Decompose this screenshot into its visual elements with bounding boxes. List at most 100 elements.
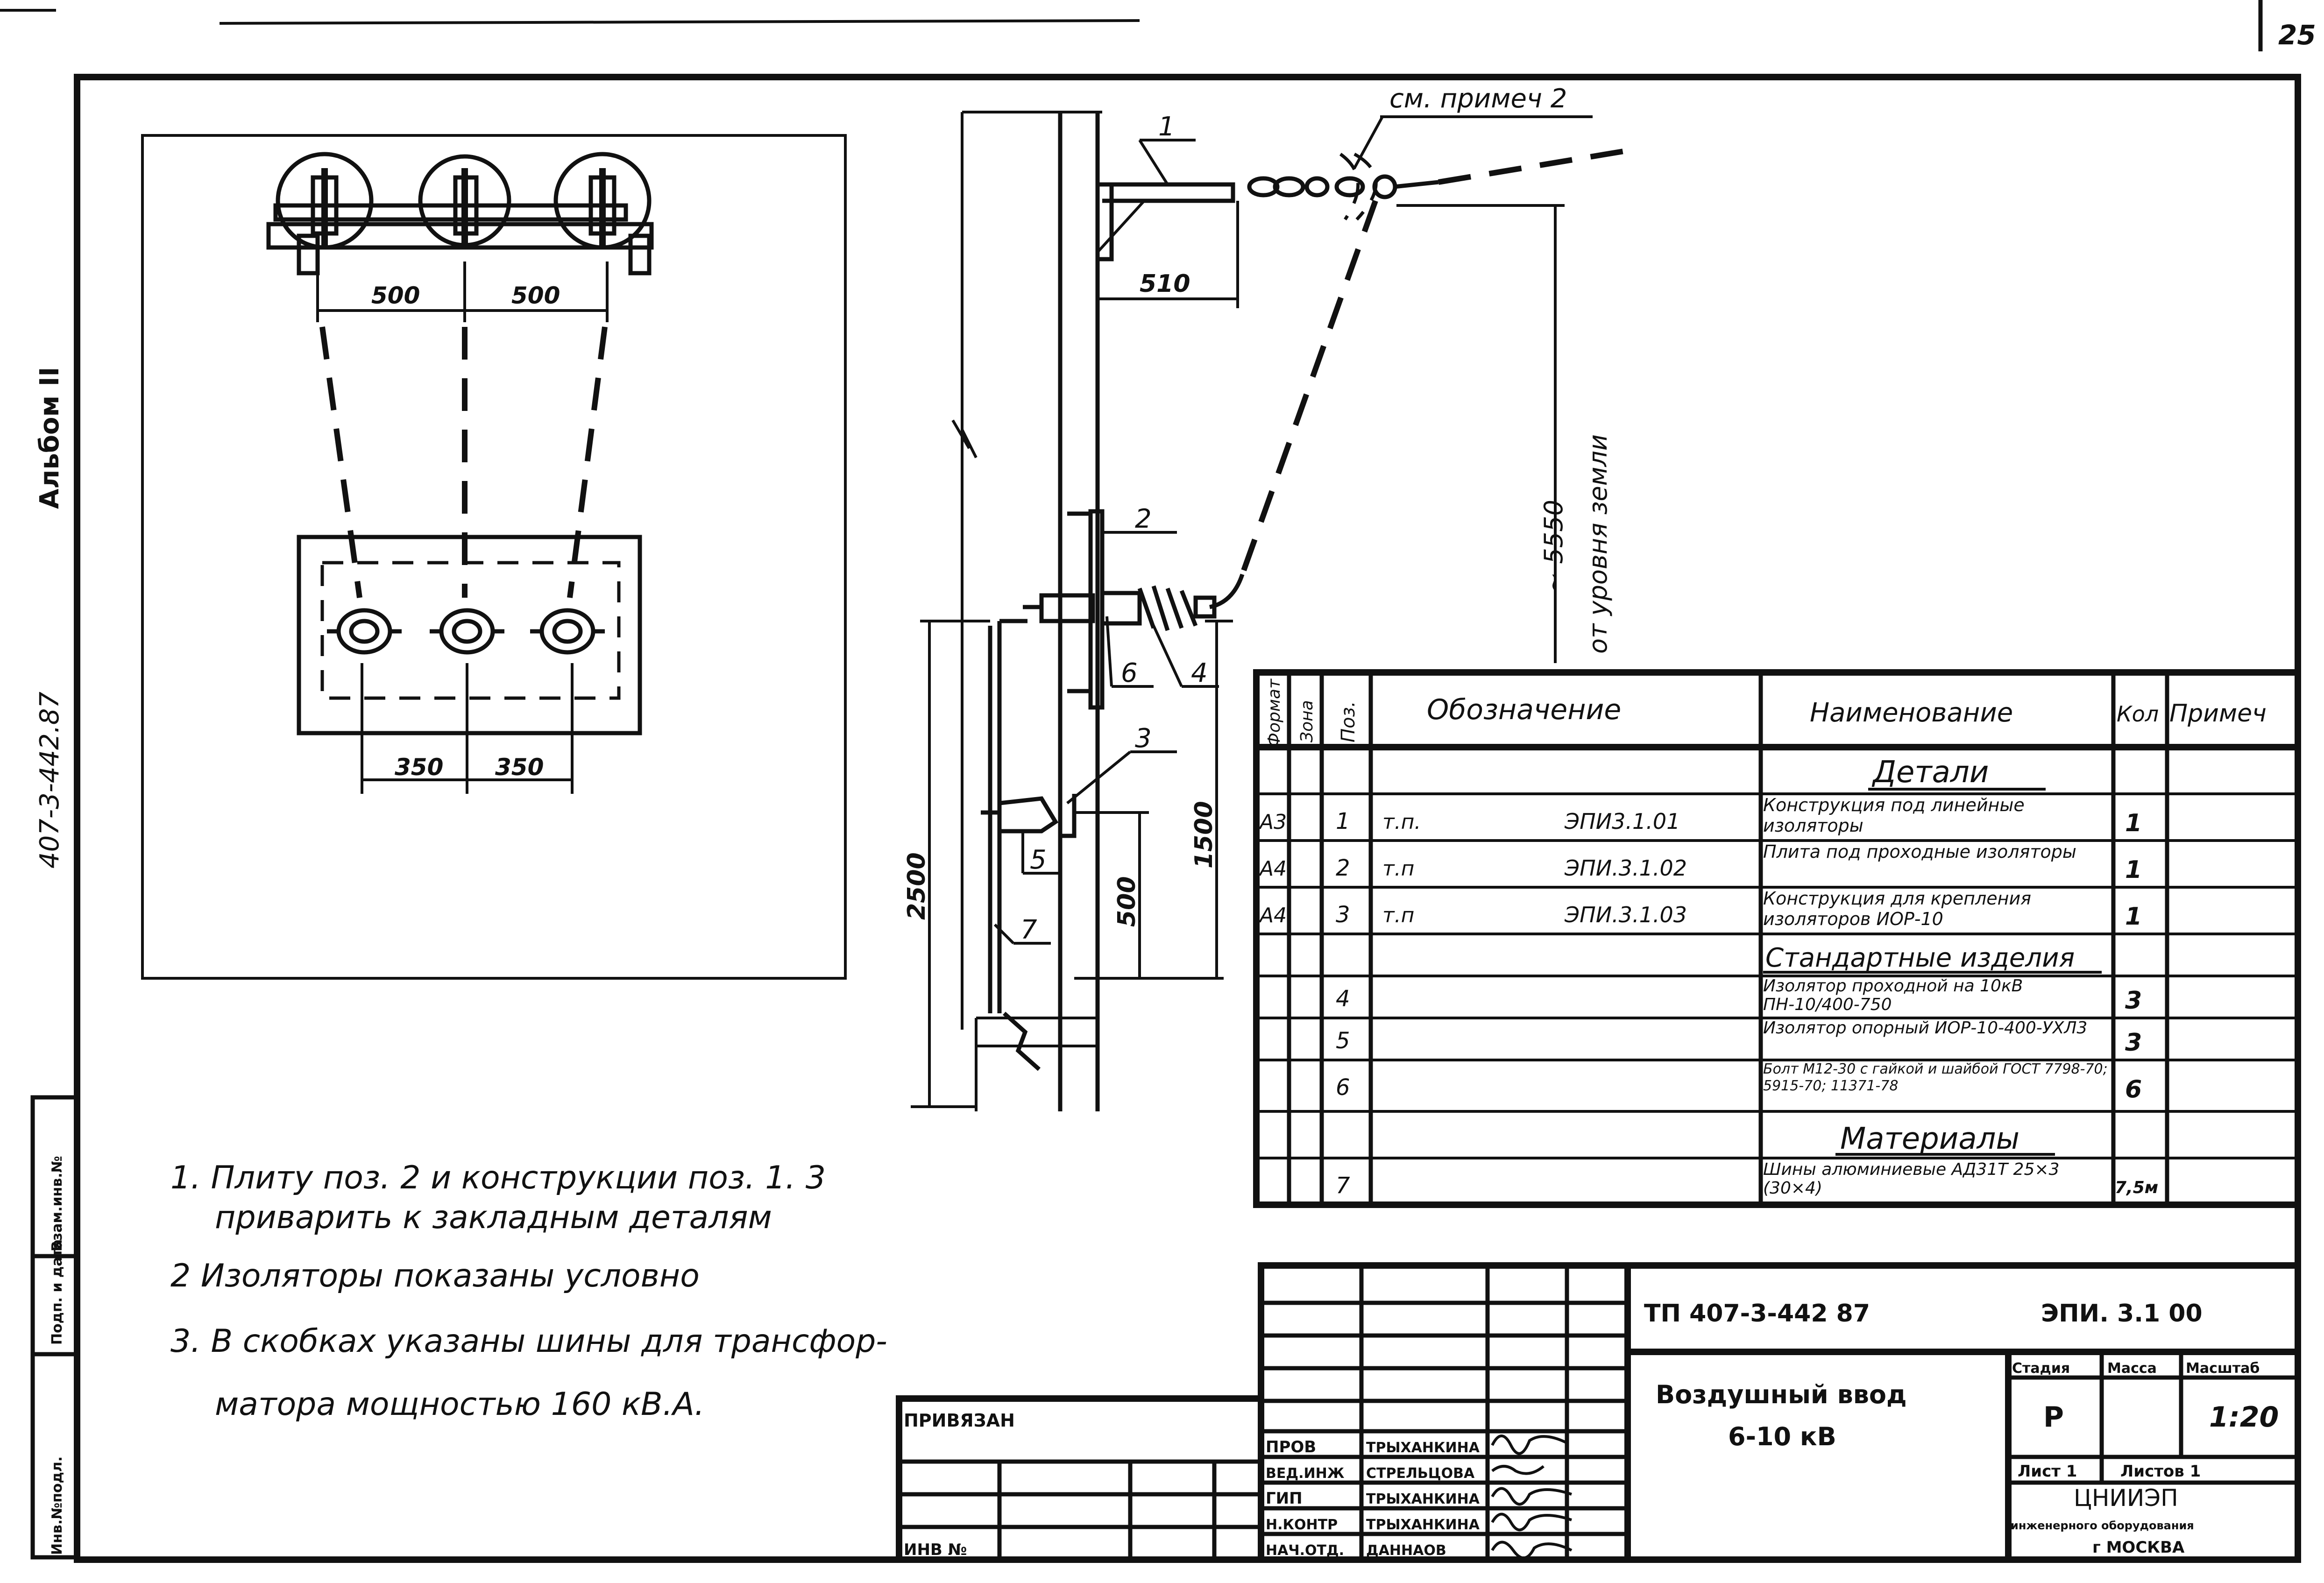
row1-designation: ЭПИ3.1.01: [1564, 809, 1680, 834]
name-gip: ТРЫХАНКИНА: [1366, 1491, 1480, 1507]
name-prov: ТРЫХАНКИНА: [1366, 1440, 1480, 1456]
hdr-format: Формат: [1265, 678, 1284, 747]
hdr-note: Примеч: [2169, 700, 2267, 728]
row2-name: Плита под проходные изоляторы: [1763, 841, 2076, 862]
row3-prefix: т.п: [1382, 904, 1414, 927]
line-insulator-3: [553, 152, 652, 250]
crossbar: [273, 203, 628, 222]
hdr-designation: Обозначение: [1427, 693, 1621, 726]
pos-label-6: 6: [1121, 658, 1138, 688]
row4-pos: 4: [1336, 986, 1350, 1012]
row3-qty: 1: [2125, 903, 2142, 931]
sheets-total: Листов 1: [2120, 1462, 2201, 1481]
side-stamp-box: [30, 1095, 79, 1560]
org-subtitle: инженерного оборудования: [2011, 1519, 2194, 1532]
inv-no-label: ИНВ №: [904, 1541, 967, 1559]
overhead-line: [1438, 147, 1635, 185]
sheet-number: Лист 1: [2018, 1462, 2077, 1481]
signatures: [1491, 1435, 1573, 1560]
row2-designation: ЭПИ.3.1.02: [1564, 855, 1687, 881]
row3-name: Конструкция для крепления изоляторов ИОР…: [1763, 888, 2032, 929]
row5-name: Изолятор опорный ИОР-10-400-УХЛ3: [1763, 1019, 2088, 1038]
row7-pos: 7: [1336, 1173, 1350, 1199]
bushing-plate: [297, 535, 642, 735]
title-line-1: Воздушный ввод: [1656, 1380, 1907, 1409]
drop-conductor: [1240, 199, 1378, 576]
section-details: Детали: [1871, 755, 1989, 790]
row1-format: А3: [1258, 810, 1287, 834]
stamp-podp-data: Подп. и дата: [49, 1239, 65, 1345]
dim-350-left: 350: [395, 754, 443, 781]
pos-label-4: 4: [1191, 658, 1208, 688]
line-insulator-1: [276, 152, 374, 250]
spec-table: Формат Зона Поз. Обозначение Наименовани…: [1253, 669, 2301, 1208]
page-number: 25: [2278, 19, 2316, 51]
dim-2500: 2500: [903, 852, 931, 920]
insulator-string: [1247, 152, 1439, 221]
dim-5550: ~ 5550: [1539, 500, 1568, 593]
pos-label-1: 1: [1158, 112, 1175, 142]
bushing-insulator-pos4: [1023, 585, 1217, 631]
table-row: 6 Болт М12-30 с гайкой и шайбой ГОСТ 779…: [1336, 1061, 2142, 1103]
bound-label: ПРИВЯЗАН: [904, 1410, 1015, 1431]
row7-qty: 7,5м: [2115, 1178, 2158, 1197]
role-prov: ПРОВ: [1266, 1438, 1316, 1456]
lead-dash-3: [567, 326, 608, 598]
note-line-2: приварить к закладным деталям: [215, 1199, 772, 1236]
hdr-name: Наименование: [1810, 698, 2013, 728]
row7-name: Шины алюминиевые АД31Т 25×3 (30×4): [1763, 1160, 2060, 1198]
row4-name: Изолятор проходной на 10кВ ПН-10/400-750: [1763, 977, 2023, 1014]
table-row: 4 Изолятор проходной на 10кВ ПН-10/400-7…: [1336, 977, 2142, 1015]
note-line-5: матора мощностью 160 кВ.А.: [215, 1386, 704, 1423]
scale-header: Масштаб: [2186, 1360, 2260, 1377]
dim-350-right: 350: [495, 754, 544, 781]
row1-pos: 1: [1336, 808, 1350, 834]
name-ved-inzh: СТРЕЛЬЦОВА: [1366, 1465, 1475, 1482]
bushing-insulators: [327, 608, 605, 655]
dim-500-right: 500: [511, 282, 560, 309]
line-insulator-2: [418, 154, 511, 247]
bracket-pos3: [981, 794, 1077, 838]
name-nach-otd: ДАННАОВ: [1366, 1542, 1446, 1559]
section-standard: Стандартные изделия: [1765, 943, 2075, 973]
mass-header: Масса: [2107, 1360, 2157, 1377]
row3-designation: ЭПИ.3.1.03: [1564, 902, 1687, 927]
row5-qty: 3: [2125, 1029, 2142, 1057]
title-line-2: 6-10 кВ: [1728, 1422, 1836, 1451]
lead-dash-1: [319, 326, 362, 598]
role-nach-otd: НАЧ.ОТД.: [1266, 1542, 1344, 1559]
row2-pos: 2: [1336, 855, 1350, 881]
hdr-pos: Поз.: [1338, 701, 1359, 742]
table-row: 7 Шины алюминиевые АД31Т 25×3 (30×4) 7,5…: [1336, 1160, 2158, 1199]
scale-value: 1:20: [2209, 1401, 2279, 1434]
note-line-1: 1. Плиту поз. 2 и конструкции поз. 1. 3: [170, 1159, 826, 1196]
note-line-3: 2 Изоляторы показаны условно: [170, 1258, 700, 1294]
row2-qty: 1: [2125, 856, 2142, 884]
dim-500-left: 500: [371, 282, 420, 309]
table-row: А4 3 т.п ЭПИ.3.1.03 Конструкция для креп…: [1258, 888, 2142, 931]
role-ved-inzh: ВЕД.ИНЖ: [1266, 1465, 1345, 1482]
section-materials: Материалы: [1840, 1122, 2019, 1156]
pos-label-5: 5: [1030, 845, 1047, 875]
note-line-4: 3. В скобках указаны шины для трансфор-: [170, 1323, 887, 1360]
top-edge: [0, 0, 2263, 51]
role-n-kontr: Н.КОНТР: [1266, 1517, 1338, 1533]
stage-value: Р: [2043, 1401, 2064, 1434]
row2-format: А4: [1258, 857, 1287, 881]
stage-header: Стадия: [2012, 1360, 2070, 1377]
org-name: ЦНИИЭП: [2074, 1484, 2178, 1512]
row4-qty: 3: [2125, 987, 2142, 1015]
elevation-view: см. примеч 2 1 510 ~ 5550 от уровня земл…: [903, 84, 1635, 1111]
dim-500-elev: 500: [1113, 876, 1141, 927]
album-label: Альбом II: [35, 367, 65, 509]
plan-view: 500 500 350 350: [141, 134, 847, 980]
pos-label-2: 2: [1135, 504, 1152, 534]
project-code-vertical: 407-3-442.87: [35, 692, 65, 869]
side-labels: Альбом II 407-3-442.87 Инв.№подл. Подп. …: [30, 367, 79, 1560]
row3-pos: 3: [1336, 902, 1350, 928]
stamp-vzam-inv: Взам.инв.№: [49, 1156, 65, 1251]
row1-qty: 1: [2125, 809, 2142, 837]
pos-label-3: 3: [1135, 723, 1152, 754]
dim-510: 510: [1140, 270, 1190, 298]
